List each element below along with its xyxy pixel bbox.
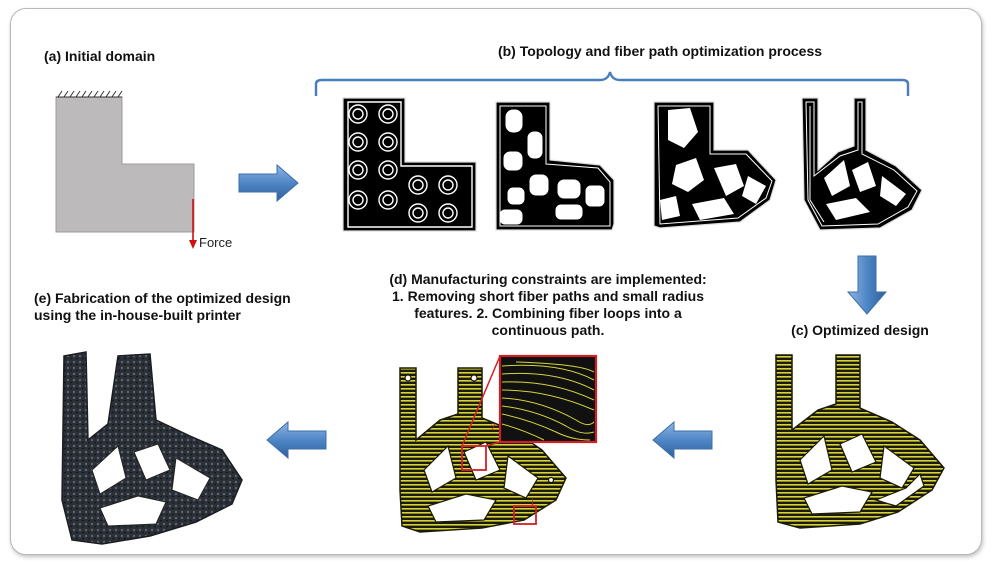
- optimization-step-4: [801, 97, 923, 231]
- caption-e-line2: using the in-house-built printer: [34, 307, 241, 323]
- caption-e-line1: (e) Fabrication of the optimized design: [34, 290, 291, 306]
- arrow-left-icon-2: [266, 420, 327, 460]
- caption-d-line3: features. 2. Combining fiber loops into …: [414, 305, 682, 321]
- optimized-design: [775, 354, 945, 529]
- optimization-step-3: [653, 101, 777, 229]
- marker-2-label: 2: [491, 422, 496, 432]
- arrow-down-icon: [846, 255, 888, 315]
- arrow-right-icon: [238, 163, 299, 203]
- caption-e: (e) Fabrication of the optimized design …: [34, 290, 291, 324]
- fixed-support-hatching: [56, 90, 123, 98]
- caption-a: (a) Initial domain: [44, 48, 156, 64]
- detail-callout: [461, 354, 598, 525]
- caption-c: (c) Optimized design: [791, 322, 929, 338]
- arrow-left-icon: [652, 420, 713, 460]
- marker-1-label: 1: [530, 497, 535, 507]
- optimization-step-1: [342, 97, 477, 232]
- caption-d-line4: continuous path.: [491, 322, 605, 338]
- force-arrow: [189, 199, 197, 249]
- initial-domain: [55, 90, 197, 249]
- printed-part-photo: [61, 351, 243, 545]
- caption-b: (b) Topology and fiber path optimization…: [497, 43, 823, 59]
- caption-d-line2: 1. Removing short fiber paths and small …: [392, 288, 704, 304]
- optimization-step-2: [495, 101, 615, 231]
- process-bracket: [314, 71, 910, 96]
- force-label: Force: [199, 235, 232, 250]
- constrained-design: 1 2: [399, 354, 598, 533]
- caption-d-line1: (d) Manufacturing constraints are implem…: [389, 271, 707, 287]
- caption-d: (d) Manufacturing constraints are implem…: [338, 271, 758, 339]
